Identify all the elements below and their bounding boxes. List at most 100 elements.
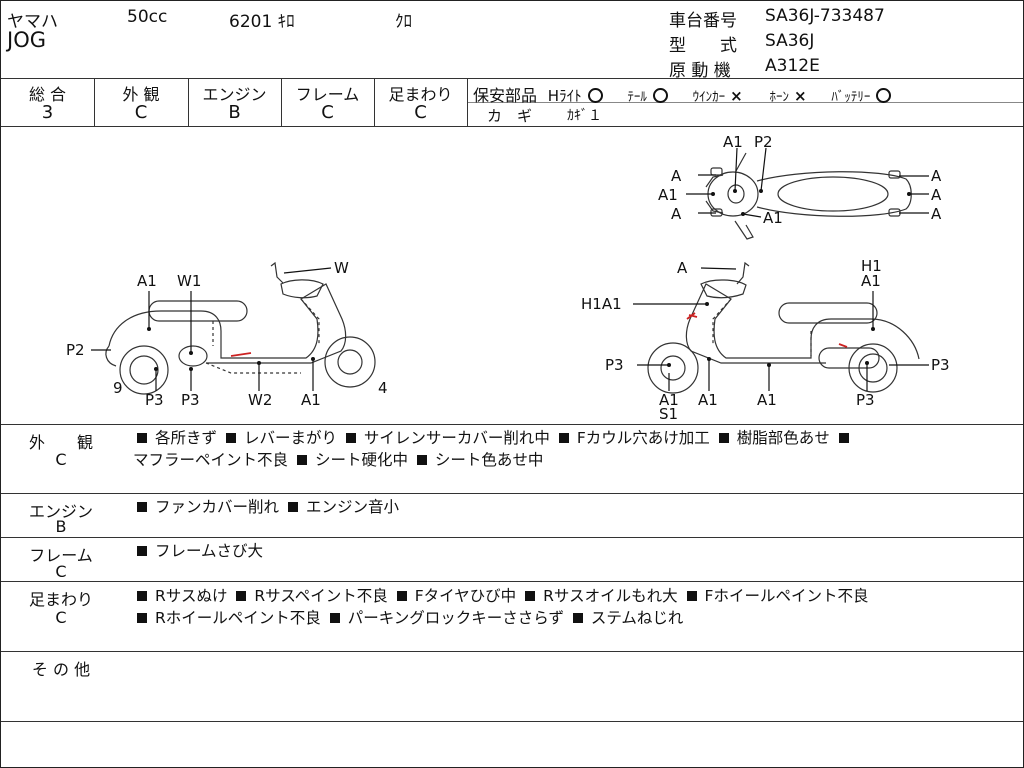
label: P3 (145, 391, 164, 409)
bullet-square-icon (137, 591, 147, 601)
note-item: サイレンサーカバー削れ中 (363, 429, 550, 447)
type-value: SA36J (765, 31, 815, 51)
frame-label: フレーム (29, 546, 93, 565)
label: A1 (659, 391, 679, 409)
maker: ヤマハ (7, 12, 58, 32)
note-item: Fカウル穴あけ加工 (576, 429, 710, 447)
key-label: カ ギ (487, 107, 533, 125)
notes-line: マフラーペイント不良 シート硬化中 シート色あせ中 (133, 449, 857, 471)
divider (1, 537, 1023, 538)
notes-line: Rホイールペイント不良 パーキングロックキーささらず ステムねじれ (133, 607, 868, 629)
suspension-grade: C (55, 608, 67, 627)
bullet-square-icon (838, 433, 849, 443)
safety-title: 保安部品 (473, 86, 538, 105)
engine-label: エンジン (28, 502, 93, 521)
ng-cross-icon: × (730, 87, 743, 105)
label: A (931, 205, 942, 223)
label: A1 (301, 391, 321, 409)
exterior-grade: C (55, 450, 67, 469)
label: W (334, 259, 349, 277)
notes-line: 各所きず レバーまがり サイレンサーカバー削れ中 Fカウル穴あけ加工 樹脂部色あ… (133, 427, 857, 449)
label: S1 (659, 405, 678, 423)
exterior-notes: 各所きず レバーまがり サイレンサーカバー削れ中 Fカウル穴あけ加工 樹脂部色あ… (133, 427, 857, 471)
divider (188, 78, 189, 126)
bullet-square-icon (137, 433, 147, 443)
bullet-square-icon (137, 613, 147, 623)
frame-grade: C (55, 562, 67, 581)
mileage: 6201 ｷﾛ (229, 12, 295, 32)
engine-notes: ファンカバー削れ エンジン音小 (133, 496, 399, 518)
note-item: シート硬化中 (314, 451, 408, 469)
label: W2 (248, 391, 272, 409)
ok-circle-icon (652, 88, 668, 103)
divider (94, 78, 95, 126)
label: H1 (861, 257, 882, 275)
scooter-top-view (705, 152, 912, 240)
note-item: Rサスオイルもれ大 (543, 587, 678, 605)
divider (1, 721, 1023, 722)
label: A1 (763, 209, 783, 227)
grade-frame-value: C (321, 102, 334, 123)
note-item: ファンカバー削れ (155, 498, 280, 516)
diagram-labels: A1 P2 A A1 A A1 A A A W A1 W1 P2 9 P3 P3… (66, 133, 950, 423)
scooter-left-view (105, 261, 376, 395)
grade-exterior-value: C (134, 102, 148, 123)
scooter-right-view (647, 261, 920, 394)
note-item: Rサスペイント不良 (254, 587, 388, 605)
divider (1, 493, 1023, 494)
bullet-square-icon (686, 591, 697, 601)
label: W1 (177, 272, 201, 290)
color: ｸﾛ (395, 12, 412, 32)
suspension-notes: Rサスぬけ Rサスペイント不良 Fタイヤひび中 Rサスオイルもれ大 Fホイールペ… (133, 585, 868, 629)
note-item: Fホイールペイント不良 (704, 587, 869, 605)
note-item: エンジン音小 (305, 498, 399, 516)
tail-label: ﾃｰﾙ (627, 90, 647, 105)
note-item: レバーまがり (243, 429, 337, 447)
grade-exterior-label: 外 観 (122, 85, 160, 104)
note-item: Rホイールペイント不良 (155, 609, 321, 627)
note-item: マフラーペイント不良 (133, 451, 289, 469)
label: A1 (757, 391, 777, 409)
bullet-square-icon (416, 455, 427, 465)
label: A (931, 186, 942, 204)
divider (467, 78, 468, 126)
label: A (671, 205, 682, 223)
bullet-square-icon (137, 502, 147, 512)
grade-suspension-label: 足まわり (388, 85, 453, 104)
grade-overall-label: 総 合 (28, 85, 67, 104)
type-label: 型 式 (669, 36, 737, 56)
label: 4 (378, 379, 388, 397)
note-item: 各所きず (155, 429, 218, 447)
horn-label: ﾎｰﾝ (769, 90, 790, 105)
grade-engine-label: エンジン (202, 85, 267, 104)
label: A1 (698, 391, 718, 409)
label: P3 (931, 356, 950, 374)
label: A1 (723, 133, 743, 151)
bullet-square-icon (329, 613, 340, 623)
label: P2 (754, 133, 773, 151)
ng-cross-icon: × (794, 87, 807, 105)
divider (1, 126, 1023, 127)
note-item: シート色あせ中 (434, 451, 544, 469)
label: A1 (861, 272, 881, 290)
engine-value: A312E (765, 56, 820, 76)
damage-diagram: A1 P2 A A1 A A1 A A A W A1 W1 P2 9 P3 P3… (66, 133, 950, 423)
divider (1, 78, 1023, 79)
leader-lines (91, 147, 929, 391)
headlight-label: Hﾗｲﾄ (547, 87, 582, 105)
label: P3 (181, 391, 200, 409)
note-item: 樹脂部色あせ (736, 429, 830, 447)
ok-circle-icon (587, 88, 603, 103)
bullet-square-icon (225, 433, 236, 443)
label: H1A1 (581, 295, 622, 313)
battery-label: ﾊﾞｯﾃﾘｰ (831, 90, 871, 105)
bullet-square-icon (137, 546, 147, 556)
displacement: 50cc (127, 7, 168, 27)
bullet-square-icon (525, 591, 536, 601)
divider (1, 424, 1023, 425)
bullet-square-icon (296, 455, 307, 465)
bullet-square-icon (572, 613, 583, 623)
label: A1 (137, 272, 157, 290)
divider (374, 78, 375, 126)
